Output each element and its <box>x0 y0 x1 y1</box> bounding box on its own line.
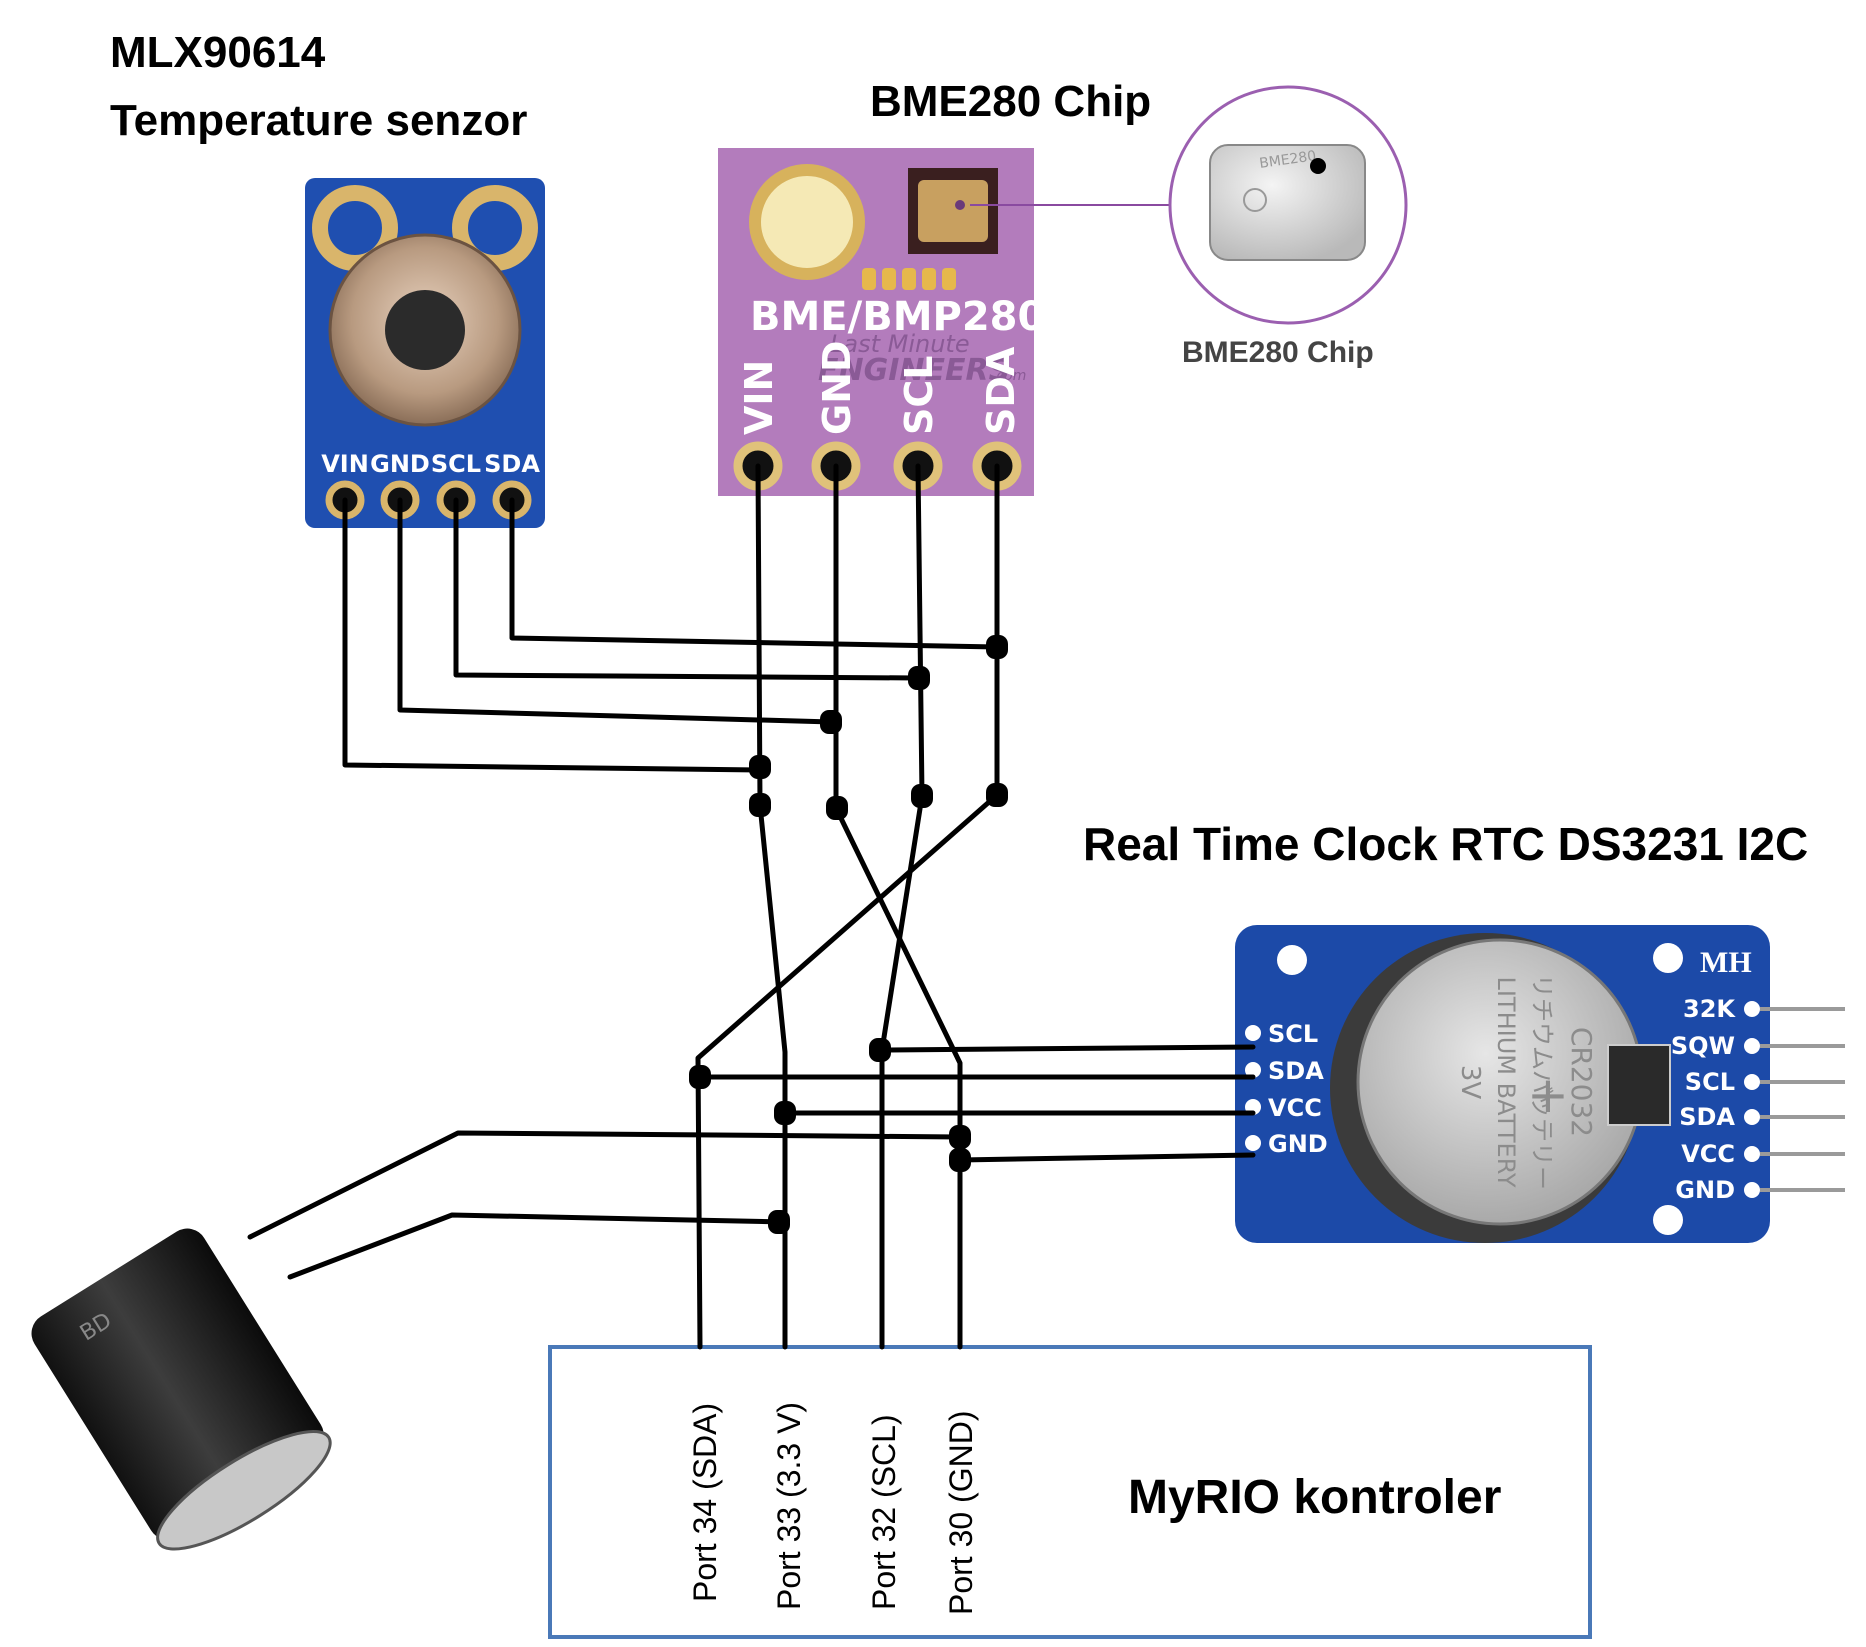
bme-pin-label-gnd: GND <box>815 340 859 435</box>
myrio-box <box>548 1345 1592 1639</box>
electrolytic-capacitor: BD <box>31 1228 332 1551</box>
mlx-pin-labels: VIN GND SCL SDA <box>321 450 540 478</box>
wire-capacitor-gnd <box>247 1130 963 1240</box>
bme-pin-label-vin: VIN <box>737 360 781 435</box>
rtc-battery-line1: CR2032 <box>1565 1027 1598 1137</box>
mlx-mount-hole-left <box>312 185 398 271</box>
mlx-sensor-window <box>385 290 465 370</box>
rtc-hole-top-right <box>1653 943 1683 973</box>
rtc-left-pins: SCL SDA VCC GND <box>1245 1020 1328 1158</box>
rtc-hole-top-left <box>1277 945 1307 975</box>
myrio-controller: MyRIO kontroler Port 34 (SDA) Port 33 (3… <box>548 1345 1592 1639</box>
rtc-left-pin-sda: SDA <box>1268 1057 1324 1085</box>
mlx-pin-label-sda: SDA <box>484 450 540 478</box>
rtc-right-pin-32k: 32K <box>1683 995 1736 1023</box>
bme-board-label: BME/BMP280 <box>750 294 1045 340</box>
rtc-brand: MH <box>1700 946 1752 979</box>
wire-mlx-scl <box>453 497 921 681</box>
bme-chip-marking: BME280 <box>1258 148 1317 172</box>
wire-mlx-sda <box>509 497 1000 650</box>
wire-rtc-scl <box>879 1044 1256 1053</box>
bme-watermark-line1: Last Minute <box>830 330 970 358</box>
rtc-right-pin-gnd: GND <box>1675 1176 1735 1204</box>
bme-watermark-line2: ENGINEERS <box>818 353 1010 388</box>
myrio-port-32: Port 32 (SCL) <box>866 1414 902 1610</box>
mlx-pin-label-scl: SCL <box>431 450 481 478</box>
bme280-module: BME280 Chip BME/BMP280 Last Minute ENGIN… <box>718 77 1408 496</box>
rtc-right-pin-sqw: SQW <box>1671 1032 1735 1060</box>
rtc-title: Real Time Clock RTC DS3231 I2C <box>1083 818 1808 870</box>
mlx-title-line2: Temperature senzor <box>110 96 527 145</box>
rtc-left-pin-vcc: VCC <box>1268 1094 1322 1122</box>
wire-bme-vin <box>755 463 763 808</box>
wire-mlx-gnd <box>397 497 835 725</box>
rtc-battery-plus: + <box>1527 1066 1569 1124</box>
wire-bme-scl <box>915 463 925 799</box>
myrio-port-33: Port 33 (3.3 V) <box>771 1402 807 1610</box>
wire-gnd-bus <box>833 805 963 1350</box>
rtc-battery-text: CR2032 リチウムバッテリー LITHIUM BATTERY 3V <box>1455 974 1598 1190</box>
bme-chip-closeup <box>1209 144 1366 261</box>
rtc-right-pin-vcc: VCC <box>1681 1140 1735 1168</box>
rtc-hole-bottom <box>1653 1205 1683 1235</box>
junction-dots <box>689 635 1008 1234</box>
myrio-port-30: Port 30 (GND) <box>943 1411 979 1615</box>
bme-pin-labels: VIN GND SCL SDA <box>737 340 1023 435</box>
wire-mlx-vin <box>342 497 763 773</box>
mlx-pin-label-vin: VIN <box>321 450 369 478</box>
bme-mount-hole <box>749 164 865 280</box>
wire-capacitor-vcc <box>287 1212 788 1280</box>
mlx90614-module: MLX90614 Temperature senzor VIN GND SCL … <box>110 28 545 528</box>
myrio-title: MyRIO kontroler <box>1128 1471 1501 1524</box>
rtc-left-pin-scl: SCL <box>1268 1020 1318 1048</box>
myrio-port-34: Port 34 (SDA) <box>687 1403 723 1602</box>
mlx-mount-hole-right <box>452 185 538 271</box>
bme-pin-label-sda: SDA <box>979 346 1023 435</box>
bme-watermark-suffix: .com <box>992 368 1026 384</box>
bme-chip <box>918 180 988 242</box>
bme-title: BME280 Chip <box>870 77 1151 126</box>
rtc-battery-line4: 3V <box>1455 1065 1485 1100</box>
rtc-right-pins: 32K SQW SCL SDA VCC GND <box>1671 995 1845 1204</box>
rtc-battery-line3: LITHIUM BATTERY <box>1492 976 1520 1187</box>
wire-sda-bus <box>695 792 1000 1350</box>
rtc-right-pin-scl: SCL <box>1685 1068 1735 1096</box>
rtc-left-pin-gnd: GND <box>1268 1130 1328 1158</box>
capacitor-end-cap <box>156 1429 332 1551</box>
wiring <box>247 463 1256 1350</box>
wire-rtc-gnd <box>957 1152 1256 1163</box>
rtc-ds3231-module: Real Time Clock RTC DS3231 I2C MH CR2032… <box>1083 818 1845 1243</box>
bme-solder-jumpers <box>862 268 956 290</box>
rtc-battery-line2: リチウムバッテリー <box>1528 974 1556 1190</box>
bme-chip-caption: BME280 Chip <box>1182 336 1374 369</box>
wire-3v3-bus <box>757 802 788 1350</box>
mlx-title-line1: MLX90614 <box>110 28 326 77</box>
rtc-battery-clip <box>1607 1044 1671 1126</box>
rtc-right-pin-sda: SDA <box>1679 1103 1735 1131</box>
bme-pin-label-scl: SCL <box>897 356 941 435</box>
mlx-pin-label-gnd: GND <box>370 450 430 478</box>
